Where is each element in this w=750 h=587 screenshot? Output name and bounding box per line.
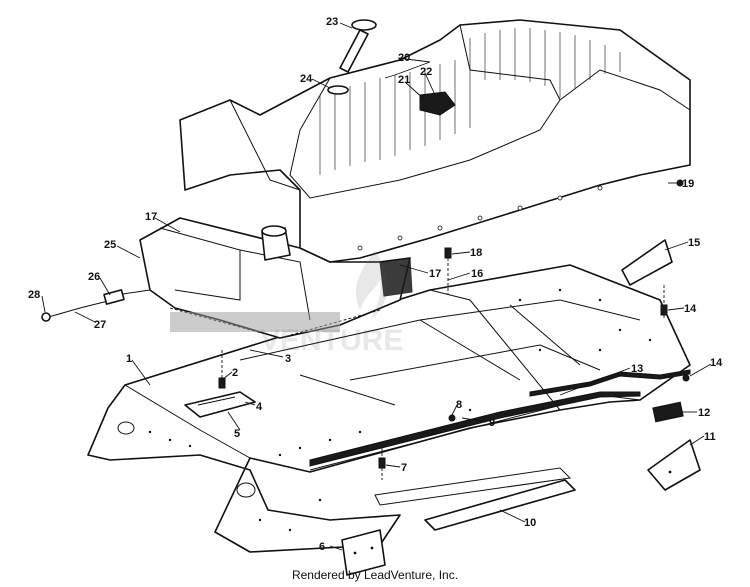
belly-pan xyxy=(87,264,691,553)
fuel-tank xyxy=(139,217,413,339)
seat xyxy=(179,19,691,263)
fuel-cap xyxy=(327,19,377,95)
callout-6: 6 xyxy=(319,541,325,553)
bracket-15 xyxy=(621,239,673,286)
callout-7: 7 xyxy=(401,462,407,474)
callout-8: 8 xyxy=(456,399,462,411)
callout-4: 4 xyxy=(256,401,263,413)
callout-2: 2 xyxy=(232,367,238,379)
footer-credit: Rendered by LeadVenture, Inc. xyxy=(291,568,459,582)
leadventure-watermark-logo: VENTURE xyxy=(260,250,403,357)
callout-28: 28 xyxy=(28,289,40,301)
watermark-text: VENTURE xyxy=(260,324,403,357)
scuff-plate xyxy=(424,479,576,531)
callout-15: 15 xyxy=(688,237,700,249)
callout-14a: 14 xyxy=(710,357,723,369)
callout-14b: 14 xyxy=(684,303,697,315)
callout-23: 23 xyxy=(326,16,338,28)
callout-20: 20 xyxy=(398,52,410,64)
reflector xyxy=(652,401,684,423)
callout-11: 11 xyxy=(704,431,716,443)
bracket-11 xyxy=(647,439,701,491)
callout-13: 13 xyxy=(631,363,643,375)
callout-12: 12 xyxy=(698,407,710,419)
callout-26: 26 xyxy=(88,271,100,283)
callout-27: 27 xyxy=(94,319,106,331)
fuel-line xyxy=(41,289,151,322)
callout-17a: 17 xyxy=(145,211,157,223)
seat-base-holes xyxy=(357,185,603,251)
callout-25: 25 xyxy=(104,239,116,251)
leader-lines xyxy=(41,22,712,551)
callout-17b: 17 xyxy=(429,268,441,280)
callout-9: 9 xyxy=(489,417,495,429)
fasteners xyxy=(218,179,690,480)
callout-10: 10 xyxy=(524,517,536,529)
bracket-6 xyxy=(341,529,386,576)
callout-19: 19 xyxy=(682,178,694,190)
callout-16: 16 xyxy=(471,268,483,280)
callout-22: 22 xyxy=(420,66,432,78)
callout-21: 21 xyxy=(398,74,410,86)
callout-24: 24 xyxy=(300,73,313,85)
callout-labels: 1 2 3 4 5 6 7 8 9 10 11 12 13 14 14 15 1… xyxy=(28,16,723,553)
rivet-holes xyxy=(148,288,652,532)
cutout-plate xyxy=(184,391,256,418)
callout-1: 1 xyxy=(126,353,132,365)
seat-ribs xyxy=(319,28,621,175)
callout-3: 3 xyxy=(285,353,291,365)
callout-5: 5 xyxy=(234,428,240,440)
callout-18: 18 xyxy=(470,247,482,259)
